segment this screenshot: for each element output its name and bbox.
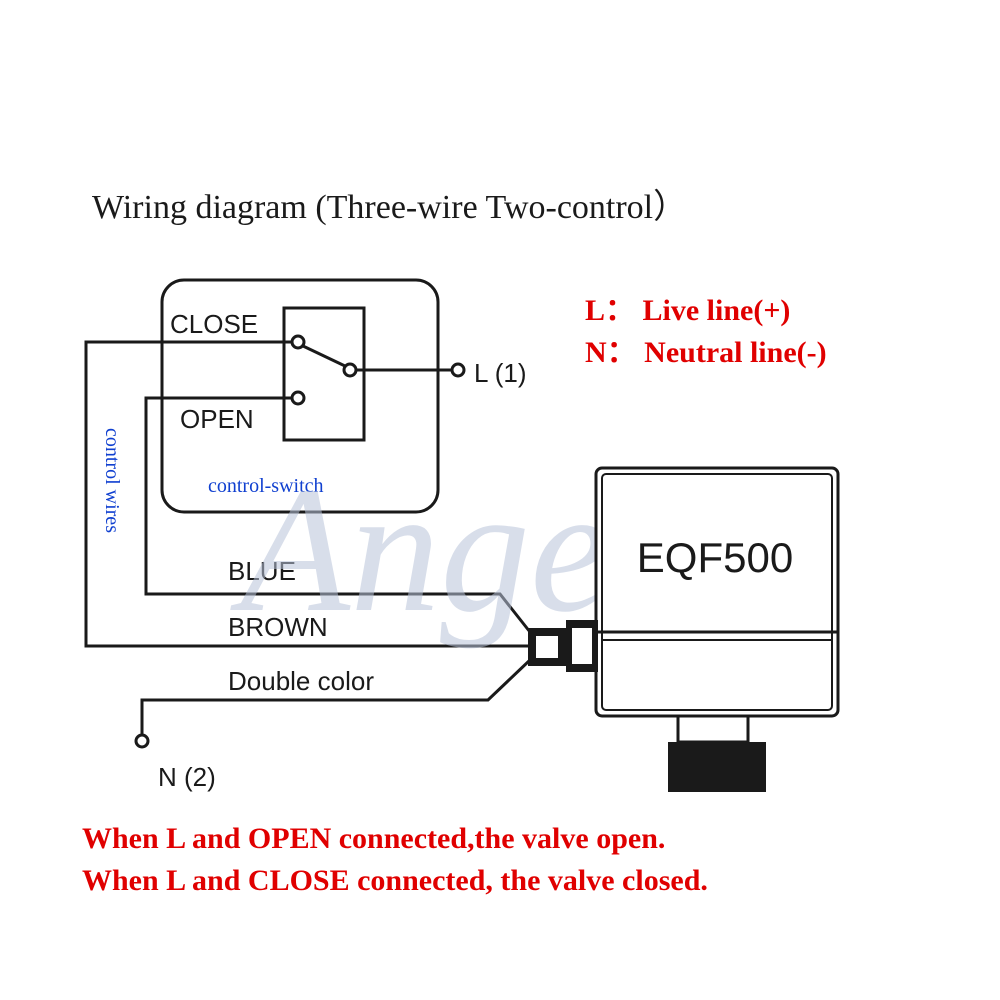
double-color-wire-label: Double color [228,666,374,696]
common-contact [342,362,358,378]
note-open: When L and OPEN connected,the valve open… [82,822,665,855]
close-contact [290,334,306,350]
live-terminal-label: L (1) [474,358,527,388]
live-terminal [450,362,466,378]
open-contact [290,390,306,406]
valve-actuator [594,466,840,718]
double-color-wire [140,658,532,734]
blue-wire [144,396,532,633]
close-label: CLOSE [170,309,258,339]
neutral-terminal [134,733,150,749]
cable-connector [528,620,598,672]
control-wires-label: control wires [101,428,123,533]
blue-wire-label: BLUE [228,556,296,586]
legend-neutral: N： Neutral line(-) [585,336,827,369]
brown-wire-label: BROWN [228,612,328,642]
diagram-title: Wiring diagram (Three-wire Two-control） [92,188,687,226]
switch-contact-box [282,306,366,442]
legend-live: L： Live line(+) [585,294,790,327]
control-switch-label: control-switch [208,475,324,497]
valve-model-label: EQF500 [637,534,793,581]
note-close: When L and CLOSE connected, the valve cl… [82,864,708,897]
neutral-terminal-label: N (2) [158,762,216,792]
switch-lever [302,344,346,368]
brown-wire [84,340,530,648]
open-label: OPEN [180,404,254,434]
control-switch-housing [160,278,440,514]
valve-base [668,714,766,792]
